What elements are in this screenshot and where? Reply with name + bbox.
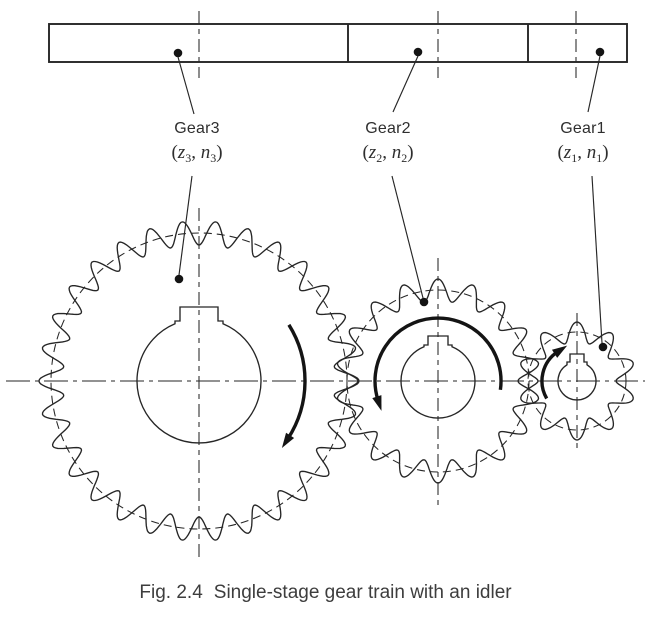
gear-symbols: (z1, n1) bbox=[508, 142, 651, 164]
leader-line-top-3 bbox=[587, 55, 601, 113]
gear-name-text: Gear3 bbox=[174, 120, 220, 137]
shaft-bar bbox=[48, 23, 628, 63]
math-n: n bbox=[200, 142, 211, 163]
math-z-sub: 2 bbox=[376, 151, 383, 165]
pitch-circle-gear3 bbox=[50, 232, 348, 530]
pitch-circle-gear1 bbox=[527, 331, 627, 431]
rotation-arrowhead-gear1 bbox=[551, 345, 568, 358]
math-open: ( bbox=[362, 142, 369, 163]
math-z-sub: 3 bbox=[185, 151, 192, 165]
rotation-arrow-arc-gear3 bbox=[286, 323, 307, 440]
leader-line-top-1 bbox=[177, 56, 195, 115]
figure-number: Fig. 2.4 bbox=[139, 582, 203, 603]
math-n-sub: 3 bbox=[210, 151, 217, 165]
figure-caption: Fig. 2.4 Single-stage gear train with an … bbox=[0, 582, 651, 604]
figure-title: Single-stage gear train with an idler bbox=[213, 582, 512, 603]
gear-reference-dot-2 bbox=[419, 297, 429, 307]
pitch-circle-gear2 bbox=[346, 289, 530, 473]
rotation-arrow-arc-gear2 bbox=[373, 316, 503, 402]
gear-reference-dot-1 bbox=[174, 274, 184, 284]
gear-bore-keyway-gear3 bbox=[136, 306, 262, 444]
rotation-arrow-arc-gear1 bbox=[540, 350, 559, 400]
shaft-reference-dot-1 bbox=[173, 48, 183, 58]
leader-line-bottom-2 bbox=[391, 175, 424, 299]
gear-symbols: (z2, n2) bbox=[313, 142, 463, 164]
math-comma: , bbox=[382, 142, 392, 163]
math-n-sub: 1 bbox=[596, 151, 603, 165]
gear-label-gear3: Gear3(z3, n3) bbox=[122, 120, 272, 164]
shaft-reference-dot-3 bbox=[595, 47, 605, 57]
math-z-sub: 1 bbox=[571, 151, 578, 165]
gear-outline-gear2 bbox=[336, 278, 540, 484]
rotation-arrowhead-gear2 bbox=[372, 395, 382, 411]
gear-outline-gear3 bbox=[38, 221, 360, 541]
math-open: ( bbox=[557, 142, 564, 163]
math-open: ( bbox=[171, 142, 178, 163]
math-comma: , bbox=[577, 142, 587, 163]
leader-line-bottom-1 bbox=[178, 175, 193, 276]
math-comma: , bbox=[191, 142, 201, 163]
gear-name-text: Gear2 bbox=[365, 120, 411, 137]
gear-reference-dot-3 bbox=[598, 342, 608, 352]
gear-outline-gear1 bbox=[520, 321, 634, 441]
math-n-sub: 2 bbox=[401, 151, 408, 165]
math-z: z bbox=[368, 142, 377, 163]
math-z: z bbox=[563, 142, 572, 163]
math-z: z bbox=[177, 142, 186, 163]
gear-label-gear1: Gear1(z1, n1) bbox=[508, 120, 651, 164]
gear-name-text: Gear1 bbox=[560, 120, 606, 137]
math-close: ) bbox=[216, 142, 223, 163]
rotation-arrowhead-gear3 bbox=[281, 432, 295, 448]
leader-line-top-2 bbox=[392, 55, 419, 113]
math-n: n bbox=[586, 142, 597, 163]
gear-bore-keyway-gear1 bbox=[557, 353, 597, 401]
math-n: n bbox=[391, 142, 402, 163]
gear-bore-keyway-gear2 bbox=[400, 335, 476, 419]
math-close: ) bbox=[602, 142, 609, 163]
math-close: ) bbox=[407, 142, 414, 163]
gear-symbols: (z3, n3) bbox=[122, 142, 272, 164]
shaft-reference-dot-2 bbox=[413, 47, 423, 57]
leader-line-bottom-3 bbox=[591, 175, 603, 344]
gear-label-gear2: Gear2(z2, n2) bbox=[313, 120, 463, 164]
